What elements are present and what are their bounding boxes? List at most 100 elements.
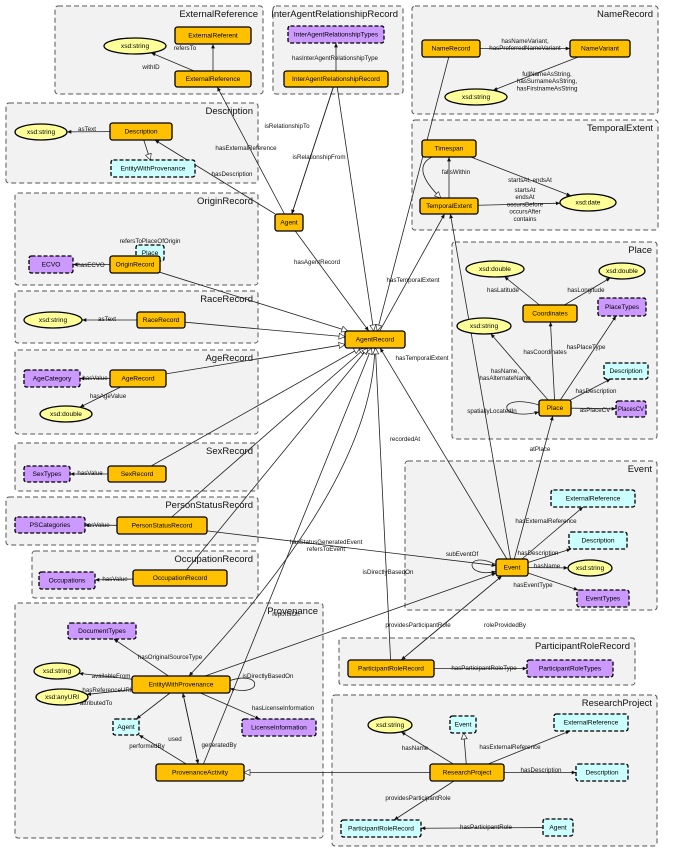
edge-label-line: hasECVO [77,262,105,269]
group-frame [14,192,259,286]
link-class-shape [110,159,196,178]
node-er-referent-externalreferent[interactable]: ExternalReferent [174,26,252,45]
edge-line [471,559,497,575]
edge-label-line: isRelationshipFrom [293,154,346,161]
edge-sr-main-to-sr-types: hasValue [70,470,108,477]
node-label: SexTypes [33,471,63,478]
edge-label: refersToPlaceOfOrigin [120,238,181,245]
node-ar-lit-xsd-double[interactable]: xsd:double [39,405,93,423]
node-psr-cat-pscategories[interactable]: PSCategories [14,516,86,534]
edge-pv-ewp-to-pv-doctypes: hasOriginalSourceType [113,638,203,677]
node-rp-lit-xsd-string[interactable]: xsd:string [367,716,413,734]
edge-label-line: recordedAt [390,436,421,443]
edge-label: hasPlaceType [567,344,606,351]
node-ev-extref-externalreference[interactable]: ExternalReference [550,489,636,508]
edge-line [188,347,376,677]
core-class-shape [174,26,252,45]
node-ev-types-eventtypes[interactable]: EventTypes [576,589,630,608]
node-pl-lat-xsd-double[interactable]: xsd:double [465,260,525,278]
node-prr-main-participantrolerecord[interactable]: ParticipantRoleRecord [347,659,435,678]
node-rp-prr-participantrolerecord[interactable]: ParticipantRoleRecord [340,819,422,838]
edge-label-line: hasLongitude [567,287,605,294]
node-pl-types-placetypes[interactable]: PlaceTypes [597,297,647,317]
node-ar-cat-agecategory[interactable]: AgeCategory [23,369,81,388]
node-te-main-temporalextent[interactable]: TemporalExtent [419,197,479,215]
node-iar-types-interagentrelationshiptypes[interactable]: InterAgentRelationshipTypes [287,25,385,44]
node-pv-uri-xsd-anyuri[interactable]: xsd:anyURI [35,688,89,706]
edge-label: hasDescription [521,767,562,774]
edge-line [336,86,374,331]
node-label: InterAgentRelationshipTypes [294,32,379,39]
node-or-ecvo-ecvo[interactable]: ECVO [28,255,74,274]
edge-label-line: subEventOf [446,551,479,558]
node-nr-variant-namevariant[interactable]: NameVariant [569,39,631,58]
edge-oc-main-to-oc-occ: hasValue [94,576,134,583]
edge-label: hasInterAgentRelationshipType [292,55,379,62]
edge-pl-main-to-pl-coords: hasCoordinates [523,321,567,401]
node-rp-agent-agent[interactable]: Agent [542,818,574,837]
node-rp-desc-description[interactable]: Description [575,763,629,782]
node-or-main-originrecord[interactable]: OriginRecord [109,255,161,274]
edge-label: hasName [402,745,429,752]
node-sr-main-sexrecord[interactable]: SexRecord [107,465,167,483]
node-ar-main-agerecord[interactable]: AgeRecord [109,369,167,388]
node-d-main-description[interactable]: Description [109,122,173,141]
core-class-shape [419,197,479,215]
node-agent-record-agentrecord[interactable]: AgentRecord [344,330,406,349]
node-rp-main-researchproject[interactable]: ResearchProject [429,763,505,782]
core-class-shape [347,659,435,678]
core-class-shape [131,675,231,694]
node-d-ewp-entitywithprovenance[interactable]: EntityWithProvenance [110,159,196,178]
node-er-lit-xsd-string[interactable]: xsd:string [103,37,167,55]
edge-iar-main-to-agent: isRelationshipFrom [291,86,346,215]
node-oc-main-occupationrecord[interactable]: OccupationRecord [132,569,228,587]
node-te-timespan-timespan[interactable]: Timespan [421,139,477,158]
group-age-record: AgeRecord [14,349,259,435]
node-pl-main-place[interactable]: Place [538,399,572,417]
edge-label-line: hasValue [77,470,103,477]
node-label: NameVariant [581,46,619,53]
node-ev-lit-xsd-string[interactable]: xsd:string [567,559,613,577]
node-pv-license-licenseinformation[interactable]: LicenseInformation [241,718,317,737]
node-label: OccupationRecord [153,575,208,582]
node-ev-main-event[interactable]: Event [495,558,529,577]
node-nr-lit-xsd-string[interactable]: xsd:string [444,88,508,106]
node-pv-ewp-entitywithprovenance[interactable]: EntityWithProvenance [131,675,231,694]
node-te-date-xsd-date[interactable]: xsd:date [559,193,617,212]
node-d-lit-xsd-string[interactable]: xsd:string [14,123,68,141]
edge-label: hasValue [84,522,110,529]
node-rr-lit-xsd-string[interactable]: xsd:string [23,311,83,329]
edge-line [570,406,617,411]
node-nr-main-namerecord[interactable]: NameRecord [421,39,481,58]
node-pv-doctypes-documenttypes[interactable]: DocumentTypes [67,622,137,640]
node-rp-extref-externalreference[interactable]: ExternalReference [553,713,629,732]
node-pl-coords-coordinates[interactable]: Coordinates [522,304,578,323]
node-pl-desc-description[interactable]: Description [603,362,649,380]
node-er-main-externalreference[interactable]: ExternalReference [174,70,252,88]
node-iar-main-interagentrelationshiprecord[interactable]: InterAgentRelationshipRecord [283,70,389,88]
node-psr-main-personstatusrecord[interactable]: PersonStatusRecord [116,516,208,535]
node-pl-lit-xsd-string[interactable]: xsd:string [456,317,512,335]
node-pv-activity-provenanceactivity[interactable]: ProvenanceActivity [155,763,245,782]
node-pv-agent-agent[interactable]: Agent [112,718,140,736]
node-agent-agent[interactable]: Agent [274,213,304,232]
edge-line [94,577,134,582]
node-label: OriginRecord [116,262,155,269]
node-rp-event-event[interactable]: Event [449,715,477,734]
node-ev-desc-description[interactable]: Description [568,531,628,550]
node-pl-lon-xsd-double[interactable]: xsd:double [598,262,646,280]
edge-pv-ewp-to-pv-agent: attributedTo [80,692,171,720]
node-pv-lit-xsd-string[interactable]: xsd:string [33,662,81,680]
node-prr-types-participantroletypes[interactable]: ParticipantRoleTypes [526,659,614,678]
node-rr-main-racerecord[interactable]: RaceRecord [136,311,186,329]
edge-label: recordedAt [390,436,421,443]
edge-label: hasAgentRecord [294,259,341,266]
node-sr-types-sextypes[interactable]: SexTypes [23,465,71,483]
literal-shape [567,559,613,577]
edge-or-main-to-or-ecvo: hasECVO [73,262,110,269]
node-pl-cv-placescv[interactable]: PlacesCV [615,400,647,418]
edge-line [527,572,579,591]
node-oc-occ-occupations[interactable]: Occupations [38,571,96,590]
node-label: TemporalExtent [426,203,472,210]
